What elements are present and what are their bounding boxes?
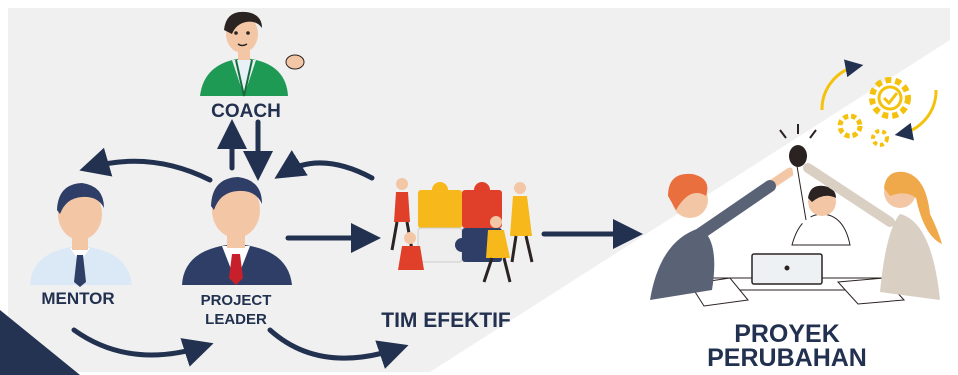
gears-icon: [820, 59, 938, 147]
leader-to-mentor-arrow: [79, 147, 213, 183]
arrows: [71, 118, 644, 369]
leader-to-team-bottom-arrow: [267, 327, 409, 369]
proyek-label-line1: PROYEK: [734, 320, 840, 348]
navy-corner: [0, 310, 80, 375]
team-to-leader-arrow: [274, 150, 375, 181]
team-puzzle-icon: [390, 178, 534, 283]
mentor-label: MENTOR: [41, 289, 114, 308]
coach-label: COACH: [211, 101, 281, 122]
project-leader-label-line2: LEADER: [205, 311, 267, 328]
team-high-five-icon: [650, 124, 942, 307]
proyek-label-line2: PERUBAHAN: [707, 344, 867, 372]
mentor-person-icon: [30, 183, 132, 287]
tim-efektif-label: TIM EFEKTIF: [381, 309, 511, 332]
project-leader-person-icon: [182, 177, 292, 285]
mentor-to-leader-arrow: [71, 327, 214, 367]
project-leader-label-line1: PROJECT: [201, 292, 272, 309]
coach-person-icon: [200, 11, 305, 97]
